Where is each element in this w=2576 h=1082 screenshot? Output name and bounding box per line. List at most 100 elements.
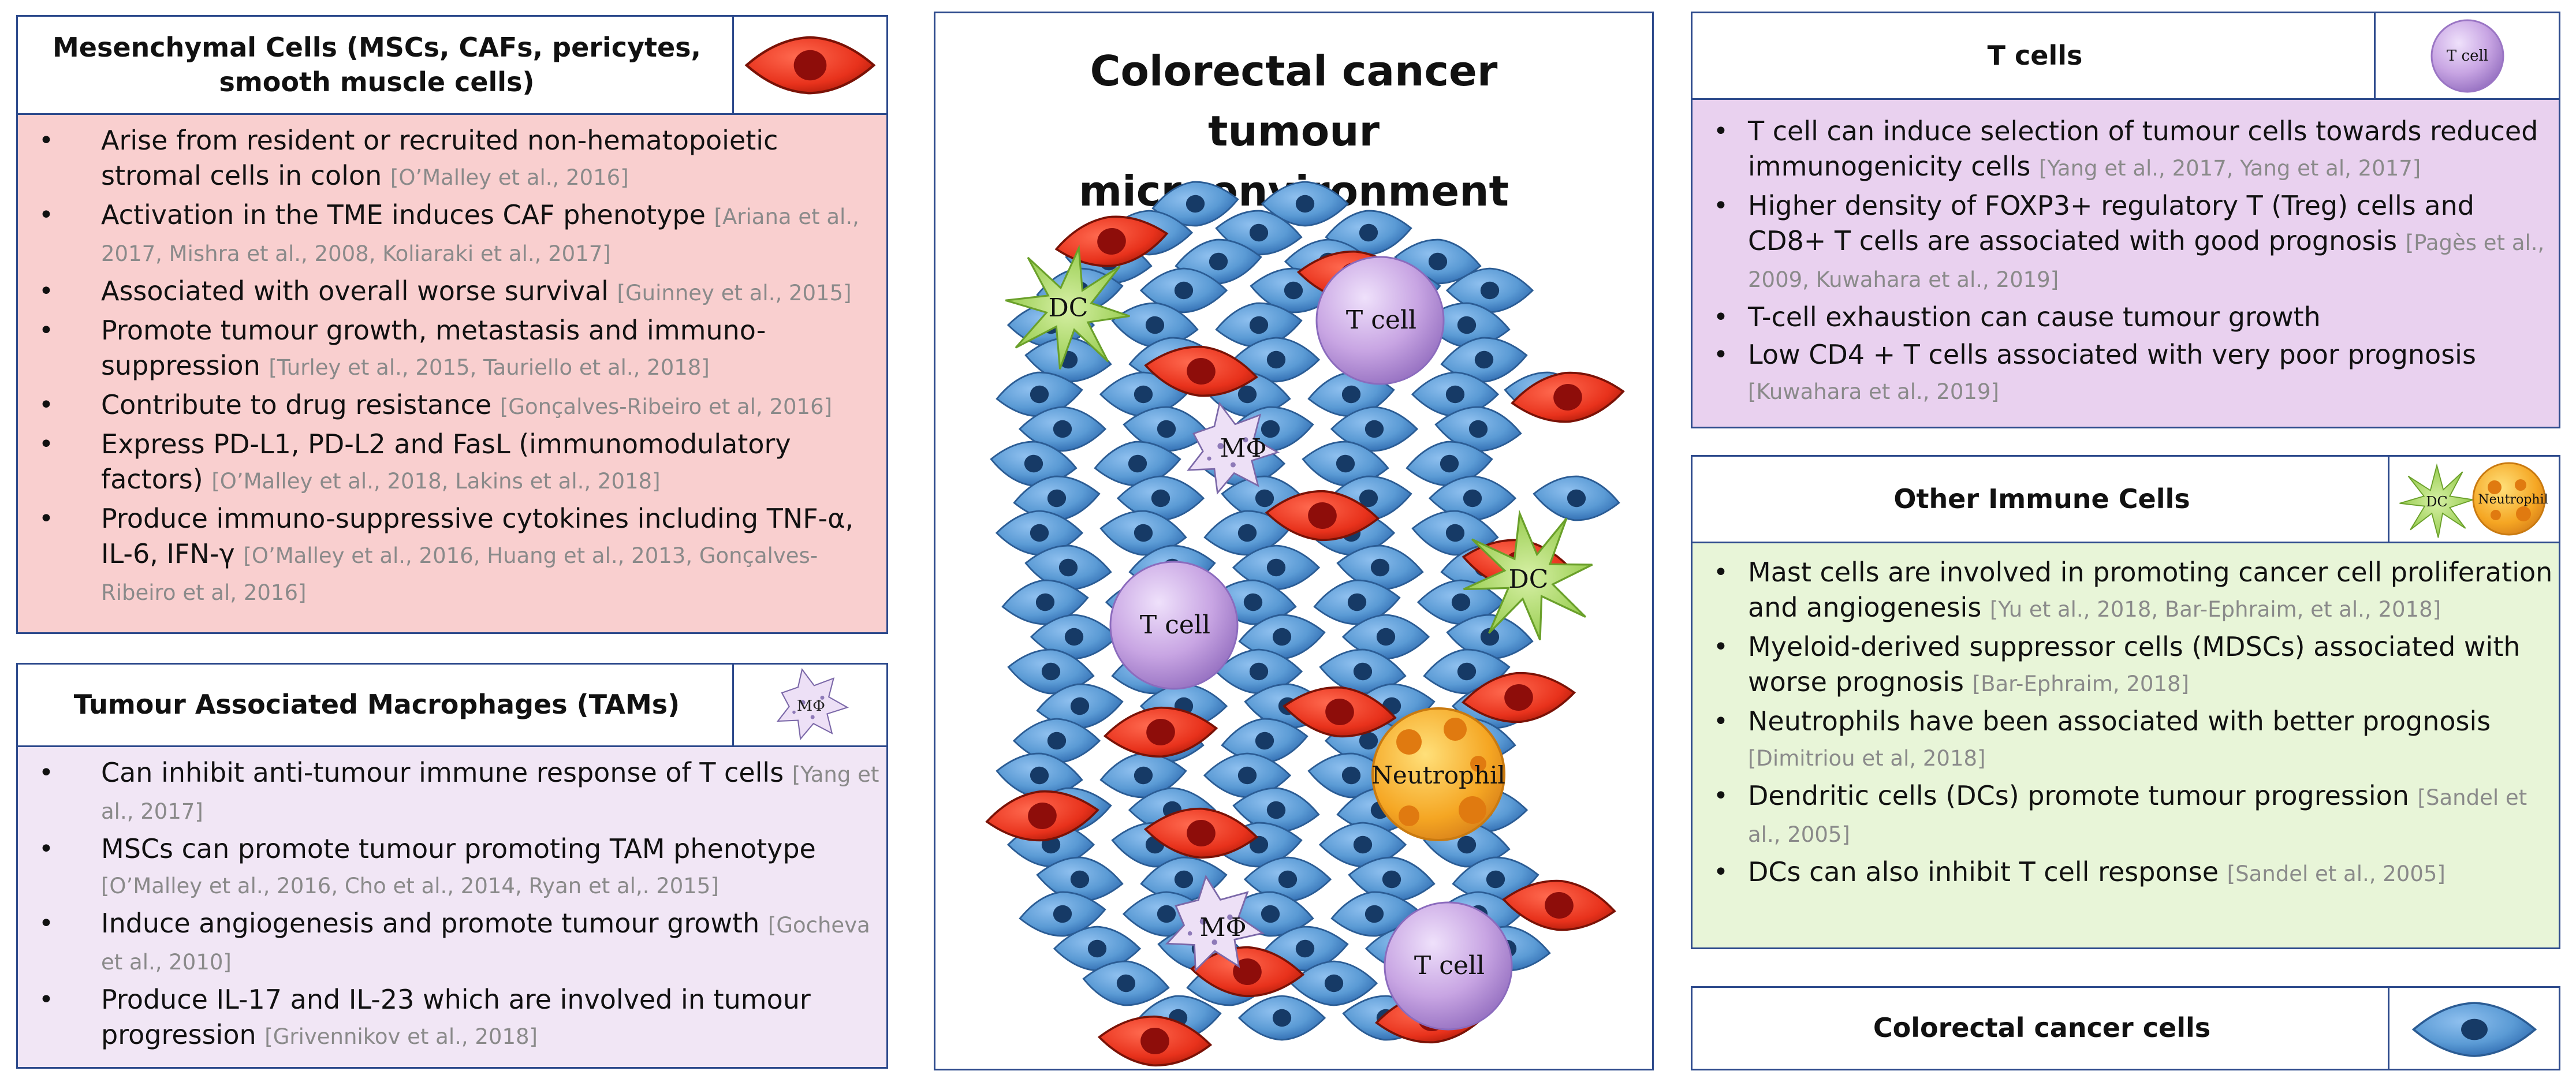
item-citation: [O’Malley et al., 2016, Huang et al., 20… bbox=[101, 543, 818, 605]
mesenchymal-item: Contribute to drug resistance [Gonçalves… bbox=[18, 387, 886, 424]
tcells-item: T-cell exhaustion can cause tumour growt… bbox=[1693, 300, 2559, 335]
item-text: Induce angiogenesis and promote tumour g… bbox=[101, 908, 760, 939]
neutrophil-icon-label: Neutrophil bbox=[2478, 493, 2548, 507]
mesenchymal-title: Mesenchymal Cells (MSCs, CAFs, pericytes… bbox=[52, 31, 702, 98]
mesenchymal-panel: Mesenchymal Cells (MSCs, CAFs, pericytes… bbox=[16, 15, 888, 634]
item-citation: [Gocheva et al., 2010] bbox=[101, 913, 870, 975]
tcells-item: Low CD4 + T cells associated with very p… bbox=[1693, 337, 2559, 409]
item-citation: [Guinney et al., 2015] bbox=[617, 281, 852, 305]
item-citation: [Turley et al., 2015, Tauriello et al., … bbox=[269, 355, 710, 380]
neutrophil bbox=[1371, 707, 1505, 841]
item-text: Dendritic cells (DCs) promote tumour pro… bbox=[1748, 780, 2409, 811]
neutrophil-icon bbox=[2472, 462, 2545, 536]
item-citation: [Grivennikov et al., 2018] bbox=[264, 1024, 538, 1049]
tcells-icon-box: T cell bbox=[2374, 13, 2559, 100]
mesenchymal-item: Express PD-L1, PD-L2 and FasL (immunomod… bbox=[18, 427, 886, 499]
item-citation: [Sandel et al., 2005] bbox=[2227, 861, 2445, 886]
item-text: Produce IL-17 and IL-23 which are involv… bbox=[101, 984, 811, 1050]
tcells-panel: T cells T cell T cell can induce selecti… bbox=[1691, 12, 2560, 428]
item-citation: [Bar-Ephraim, 2018] bbox=[1972, 671, 2189, 696]
tams-item: MSCs can promote tumour promoting TAM ph… bbox=[18, 831, 886, 904]
item-text: Promote tumour growth, metastasis and im… bbox=[101, 315, 766, 381]
other-immune-icons: DC Neutrophil bbox=[2399, 462, 2548, 539]
item-citation: [Gonçalves-Ribeiro et al, 2016] bbox=[499, 394, 833, 419]
dc-label: DC bbox=[1049, 293, 1088, 323]
crc-header: Colorectal cancer cells bbox=[1693, 988, 2391, 1069]
dc-icon-label: DC bbox=[2426, 494, 2448, 510]
item-text: Mast cells are involved in promoting can… bbox=[1748, 557, 2553, 623]
crc-title: Colorectal cancer cells bbox=[1873, 1012, 2211, 1044]
item-text: Neutrophils have been associated with be… bbox=[1748, 706, 2491, 737]
center-diagram-panel: Colorectal cancer tumour microenvironmen… bbox=[934, 12, 1654, 1070]
tams-item: Can inhibit anti-tumour immune response … bbox=[18, 755, 886, 829]
item-text: Activation in the TME induces CAF phenot… bbox=[101, 199, 706, 230]
item-citation: [Yu et al., 2018, Bar-Ephraim, et al., 2… bbox=[1989, 597, 2441, 622]
mesenchymal-item: Produce immuno-suppressive cytokines inc… bbox=[18, 501, 886, 610]
other-item: Myeloid-derived suppressor cells (MDSCs)… bbox=[1693, 629, 2559, 702]
tcells-item: T cell can induce selection of tumour ce… bbox=[1693, 114, 2559, 186]
item-citation: [Sandel et al., 2005] bbox=[1748, 785, 2527, 847]
tam-panel: Tumour Associated Macrophages (TAMs) MΦ … bbox=[16, 663, 888, 1069]
macrophage-icon: MΦ bbox=[777, 669, 848, 740]
tcells-list: T cell can induce selection of tumour ce… bbox=[1693, 114, 2559, 409]
mesenchymal-item: Activation in the TME induces CAF phenot… bbox=[18, 197, 886, 271]
item-text: DCs can also inhibit T cell response bbox=[1748, 856, 2219, 887]
item-citation: [O’Malley et al., 2018, Lakins et al., 2… bbox=[211, 469, 661, 494]
mesenchymal-icon-box bbox=[732, 17, 886, 115]
mesenchymal-body: Arise from resident or recruited non-hem… bbox=[18, 115, 886, 632]
tam-icon-box: MΦ bbox=[732, 665, 886, 747]
other-immune-body: Mast cells are involved in promoting can… bbox=[1693, 543, 2559, 947]
other-immune-panel: Other Immune Cells DC Neutrophil Mast ce… bbox=[1691, 455, 2560, 949]
dc-label: DC bbox=[1509, 565, 1549, 594]
item-text: Contribute to drug resistance bbox=[101, 389, 492, 420]
item-citation: [O’Malley et al., 2016] bbox=[390, 165, 629, 190]
t-cell bbox=[1315, 256, 1445, 385]
item-text: T-cell exhaustion can cause tumour growt… bbox=[1748, 301, 2321, 333]
item-text: Associated with overall worse survival bbox=[101, 275, 609, 307]
item-text: T cell can induce selection of tumour ce… bbox=[1748, 115, 2538, 182]
other-item: Neutrophils have been associated with be… bbox=[1693, 704, 2559, 776]
t-cell-icon: T cell bbox=[2430, 19, 2504, 92]
item-text: Express PD-L1, PD-L2 and FasL (immunomod… bbox=[101, 428, 791, 495]
tcells-body: T cell can induce selection of tumour ce… bbox=[1693, 100, 2559, 427]
cancer-cell bbox=[1238, 995, 1326, 1041]
blue-cancer-cell-icon bbox=[2399, 994, 2549, 1063]
item-text: Myeloid-derived suppressor cells (MDSCs)… bbox=[1748, 631, 2521, 697]
item-text: Higher density of FOXP3+ regulatory T (T… bbox=[1748, 190, 2474, 256]
t-cell bbox=[1384, 901, 1513, 1031]
t-cell bbox=[1109, 561, 1239, 690]
item-text: Low CD4 + T cells associated with very p… bbox=[1748, 339, 2476, 370]
other-immune-icon-box: DC Neutrophil bbox=[2388, 457, 2559, 543]
macrophage-label: MΦ bbox=[1220, 434, 1266, 463]
tams-item: Induce angiogenesis and promote tumour g… bbox=[18, 906, 886, 980]
other-immune-list: Mast cells are involved in promoting can… bbox=[1693, 555, 2559, 891]
other-immune-header: Other Immune Cells bbox=[1693, 457, 2391, 543]
tcells-item: Higher density of FOXP3+ regulatory T (T… bbox=[1693, 188, 2559, 297]
item-text: Produce immuno-suppressive cytokines inc… bbox=[101, 503, 854, 569]
t-cell-label: T cell bbox=[1414, 951, 1485, 980]
item-citation: [Yang et al., 2017, Yang et al, 2017] bbox=[2038, 156, 2421, 181]
tam-body: Can inhibit anti-tumour immune response … bbox=[18, 747, 886, 1067]
item-citation: [Pagès et al., 2009, Kuwahara et al., 20… bbox=[1748, 230, 2545, 292]
crc-icon-box bbox=[2388, 988, 2559, 1069]
item-citation: [Dimitriou et al, 2018] bbox=[1748, 746, 1986, 771]
other-item: Dendritic cells (DCs) promote tumour pro… bbox=[1693, 778, 2559, 852]
tams-item: Produce IL-17 and IL-23 which are involv… bbox=[18, 982, 886, 1054]
macrophage-label: MΦ bbox=[1199, 913, 1246, 942]
mesenchymal-item: Arise from resident or recruited non-hem… bbox=[18, 123, 886, 195]
mesenchymal-item: Associated with overall worse survival [… bbox=[18, 274, 886, 311]
mesenchymal-list: Arise from resident or recruited non-hem… bbox=[18, 123, 886, 610]
macrophage-icon-label: MΦ bbox=[797, 697, 825, 715]
tam-title: Tumour Associated Macrophages (TAMs) bbox=[73, 689, 680, 721]
tam-header: Tumour Associated Macrophages (TAMs) bbox=[18, 665, 736, 747]
item-citation: [Yang et al., 2017] bbox=[101, 762, 879, 824]
item-text: Can inhibit anti-tumour immune response … bbox=[101, 757, 784, 788]
item-citation: [O’Malley et al., 2016, Cho et al., 2014… bbox=[101, 874, 719, 898]
cancer-cell bbox=[1530, 471, 1623, 525]
tam-list: Can inhibit anti-tumour immune response … bbox=[18, 755, 886, 1054]
mesenchymal-header: Mesenchymal Cells (MSCs, CAFs, pericytes… bbox=[18, 17, 736, 115]
t-cell-label: T cell bbox=[1140, 610, 1210, 640]
t-cell-label: T cell bbox=[1346, 305, 1416, 335]
crc-panel: Colorectal cancer cells bbox=[1691, 986, 2560, 1070]
